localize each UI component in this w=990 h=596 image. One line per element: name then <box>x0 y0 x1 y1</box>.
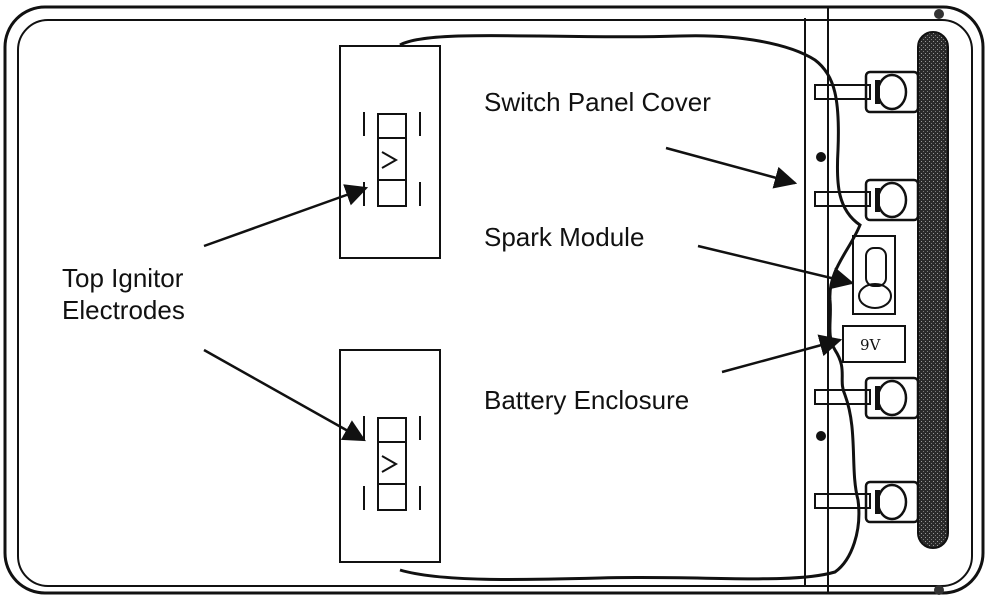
label-spark-module: Spark Module <box>484 222 645 252</box>
inner-housing <box>17 19 973 587</box>
switch-1 <box>814 70 920 114</box>
arrow-ignitor-lower <box>203 348 366 442</box>
label-top-ignitor-line2: Electrodes <box>62 295 185 325</box>
label-top-ignitor-line1: Top Ignitor <box>62 263 184 293</box>
label-battery-enclosure: Battery Enclosure <box>484 385 690 415</box>
switch-2 <box>814 178 920 222</box>
panel-screw-bottom <box>816 431 826 441</box>
panel-screw-top <box>816 152 826 162</box>
arrow-spark-module <box>697 244 855 290</box>
stippled-switch-bar <box>917 31 949 549</box>
corner-screw-bottom <box>934 585 944 595</box>
switch-4 <box>814 480 920 524</box>
arrow-switch-panel-cover <box>665 146 798 189</box>
battery-voltage-label: 9V <box>860 336 882 354</box>
wiring-harness <box>399 34 862 582</box>
label-switch-panel-cover: Switch Panel Cover <box>484 87 711 117</box>
corner-screw-top <box>934 9 944 19</box>
spark-module <box>852 235 896 315</box>
switch-3 <box>814 376 920 420</box>
arrow-battery-enclosure <box>721 334 843 374</box>
ignitor-electrode-upper <box>339 45 441 259</box>
outer-housing <box>3 5 985 595</box>
battery-enclosure: 9V <box>842 325 906 363</box>
arrow-ignitor-upper <box>203 184 369 248</box>
ignitor-electrode-lower <box>339 349 441 563</box>
